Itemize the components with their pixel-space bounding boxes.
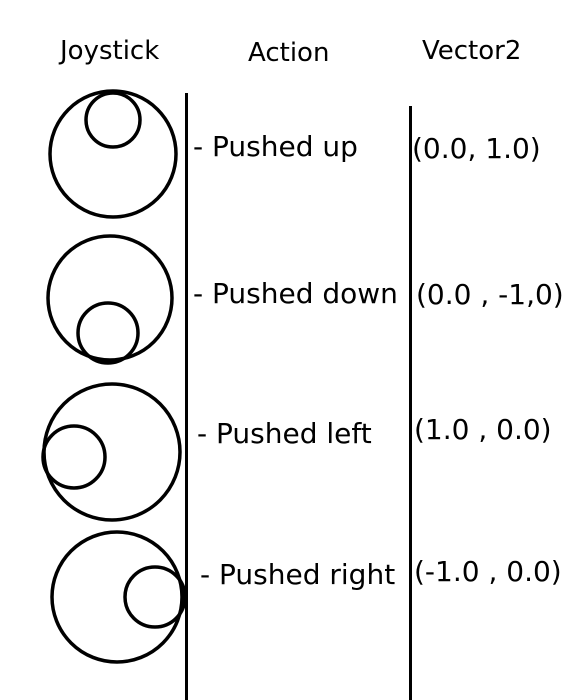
action-pushed-left: - Pushed left (197, 417, 372, 450)
joystick-knob-top (84, 91, 142, 149)
joystick-pushed-up-icon (48, 89, 178, 219)
action-pushed-up: - Pushed up (193, 130, 358, 163)
joystick-pushed-down-icon (46, 234, 174, 365)
joystick-pushed-right-icon (50, 530, 187, 664)
joystick-outer-ring (46, 234, 174, 362)
joystick-outer-ring (42, 382, 182, 522)
joystick-knob-right (123, 565, 187, 629)
action-pushed-down: - Pushed down (193, 277, 398, 310)
joystick-outer-ring (50, 530, 184, 664)
vector-pushed-up: (0.0, 1.0) (412, 132, 541, 165)
header-action: Action (248, 38, 330, 68)
vector-pushed-down: (0.0 , -1,0) (416, 278, 564, 311)
joystick-outer-ring (48, 89, 178, 219)
divider-joystick-action (185, 93, 188, 700)
action-pushed-right: - Pushed right (200, 558, 396, 591)
joystick-pushed-left-icon (41, 382, 182, 522)
header-joystick: Joystick (60, 36, 160, 66)
vector-pushed-left: (1.0 , 0.0) (414, 413, 552, 446)
joystick-knob-bottom (76, 301, 140, 365)
joystick-knob-left (41, 424, 107, 490)
vector-pushed-right: (-1.0 , 0.0) (414, 555, 562, 588)
divider-action-vector (409, 106, 412, 700)
header-vector2: Vector2 (422, 36, 522, 66)
